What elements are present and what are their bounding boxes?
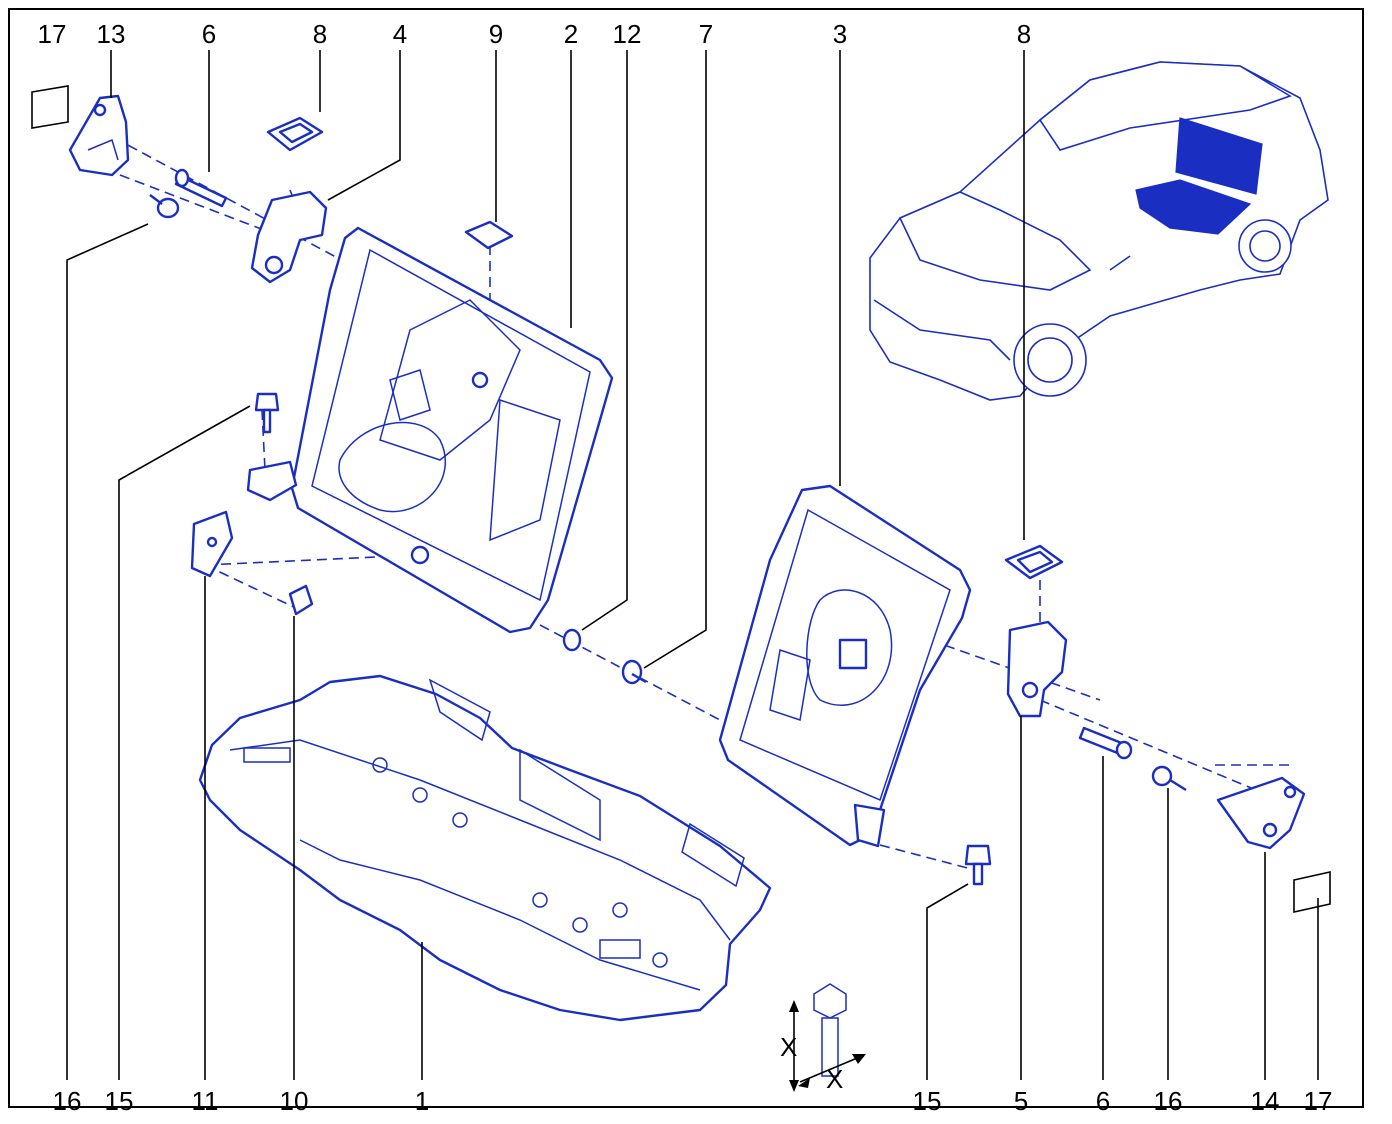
callouts-top: 17 13 6 8 4 9 2 12 7 3 8 xyxy=(38,19,1032,49)
arrow-icon xyxy=(798,1078,810,1088)
part-15-bolt-left xyxy=(254,392,280,434)
callout-10: 10 xyxy=(280,1086,309,1116)
part-14-hinge-bracket-right xyxy=(1216,776,1306,850)
part-13-hinge-bracket-left xyxy=(68,94,130,177)
arrow-icon xyxy=(789,1080,799,1092)
leader-lines-top xyxy=(110,50,1025,669)
callout-2: 2 xyxy=(564,19,578,49)
arrow-icon xyxy=(789,1000,799,1012)
callout-11: 11 xyxy=(192,1086,219,1116)
callout-4: 4 xyxy=(393,19,407,49)
part-8-cap-left xyxy=(266,116,324,152)
callout-6: 6 xyxy=(1096,1086,1110,1116)
callout-7: 7 xyxy=(699,19,713,49)
part-4-latch-left xyxy=(250,190,328,284)
vehicle-locator-illustration xyxy=(869,61,1329,401)
part-12-washer xyxy=(562,628,582,652)
part-16-screw-right xyxy=(1151,765,1187,792)
callout-17: 17 xyxy=(1304,1086,1333,1116)
part-1-seat-cushion-frame xyxy=(198,674,772,1022)
callout-8: 8 xyxy=(313,19,327,49)
part-16-screw-left xyxy=(149,194,180,219)
part-10-clip xyxy=(288,584,314,616)
callout-3: 3 xyxy=(833,19,847,49)
callout-14: 14 xyxy=(1251,1086,1280,1116)
torque-symbol: X X xyxy=(780,983,866,1094)
part-2-seat-back-frame-left xyxy=(290,226,614,634)
part-8-cap-right xyxy=(1004,544,1064,580)
callout-12: 12 xyxy=(613,19,642,49)
arrow-icon xyxy=(852,1054,866,1064)
part-6-bolt-left xyxy=(174,168,228,208)
callout-16: 16 xyxy=(53,1086,82,1116)
part-11-plate xyxy=(190,510,234,578)
leader-lines-bottom xyxy=(66,223,1319,1080)
callout-6: 6 xyxy=(202,19,216,49)
hinge-hook-left xyxy=(246,460,298,502)
part-17-label-plate-right xyxy=(1293,871,1331,913)
callout-16: 16 xyxy=(1154,1086,1183,1116)
part-9-cap xyxy=(464,220,514,250)
part-15-bolt-right xyxy=(964,844,992,886)
callout-1: 1 xyxy=(415,1086,429,1116)
callout-17: 17 xyxy=(38,19,67,49)
part-17-label-plate-left xyxy=(31,85,69,129)
callout-13: 13 xyxy=(97,19,126,49)
callout-5: 5 xyxy=(1014,1086,1028,1116)
torque-letter-x: X xyxy=(826,1064,843,1094)
diagram-frame xyxy=(8,8,1364,1108)
part-3-seat-back-frame-right xyxy=(718,484,972,848)
callout-8: 8 xyxy=(1017,19,1031,49)
callout-15: 15 xyxy=(913,1086,942,1116)
callout-9: 9 xyxy=(489,19,503,49)
part-7-bushing xyxy=(621,659,647,685)
part-5-latch-right xyxy=(1006,620,1068,718)
callout-15: 15 xyxy=(105,1086,134,1116)
callouts-bottom: 16 15 11 10 1 15 5 6 16 14 17 xyxy=(53,1086,1333,1116)
part-6-bolt-right xyxy=(1078,726,1133,760)
torque-letter-x: X xyxy=(780,1032,797,1062)
